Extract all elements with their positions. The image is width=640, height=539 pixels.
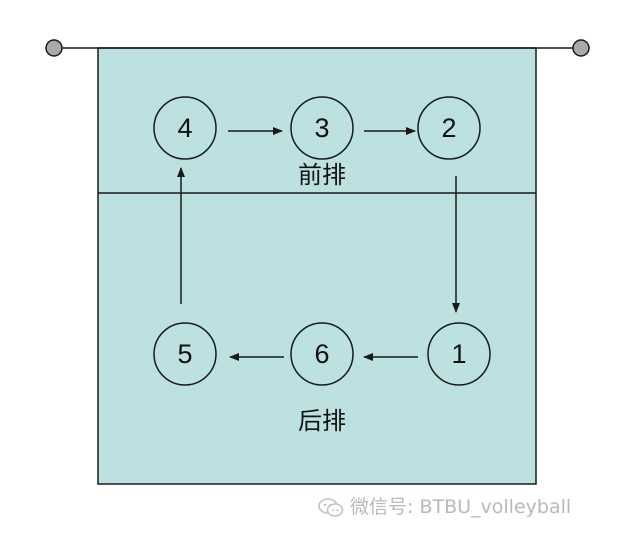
position-1-label: 1 (451, 339, 466, 369)
position-6: 6 (290, 322, 354, 386)
wechat-icon (318, 497, 344, 524)
position-3: 3 (290, 96, 354, 160)
position-2: 2 (417, 96, 481, 160)
position-5-label: 5 (177, 339, 192, 369)
position-2-circle (417, 96, 481, 160)
back-row-label: 后排 (298, 407, 346, 435)
position-2-label: 2 (441, 113, 456, 143)
position-1-circle (427, 322, 491, 386)
position-4-label: 4 (177, 113, 192, 143)
front-row-label: 前排 (298, 161, 346, 189)
left-net-post (45, 39, 63, 57)
position-5-circle (153, 322, 217, 386)
right-net-post (572, 39, 590, 57)
position-1: 1 (427, 322, 491, 386)
position-5: 5 (153, 322, 217, 386)
position-6-label: 6 (314, 339, 329, 369)
position-4: 4 (153, 96, 217, 160)
position-4-circle (153, 96, 217, 160)
rotation-arrows (177, 127, 460, 361)
position-6-circle (290, 322, 354, 386)
watermark: 微信号: BTBU_volleyball (318, 492, 571, 524)
watermark-text: 微信号: BTBU_volleyball (350, 496, 572, 518)
position-3-label: 3 (314, 113, 329, 143)
position-3-circle (290, 96, 354, 160)
